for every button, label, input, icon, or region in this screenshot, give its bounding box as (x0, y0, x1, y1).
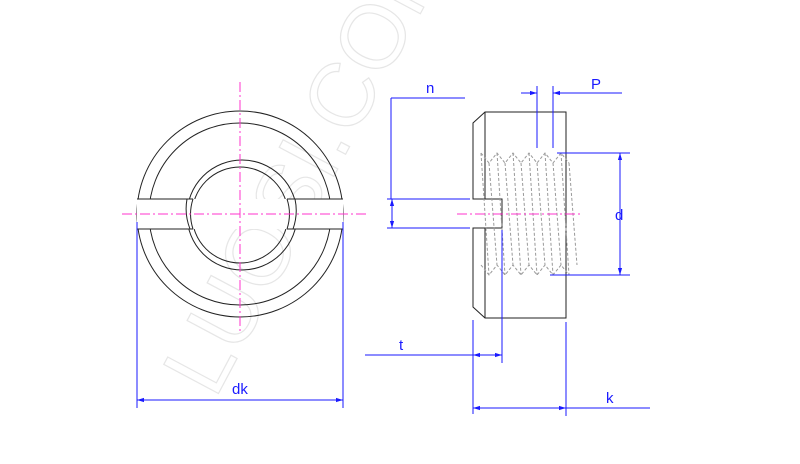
end-view-centerlines (122, 82, 368, 332)
k-label: k (606, 390, 614, 407)
dk-dimension (136, 222, 344, 408)
dimensions-side (365, 86, 650, 416)
thread-profile (480, 152, 570, 164)
thread-flank-line (536, 162, 546, 266)
P-label: P (591, 76, 601, 93)
dk-label: dk (232, 381, 248, 398)
side-view (472, 111, 567, 319)
d-label: d (615, 207, 623, 224)
thread-profile (480, 264, 570, 276)
thread-arc-in-slot (185, 198, 297, 230)
body-outline (472, 111, 567, 319)
thread-flank-line (504, 162, 514, 266)
t-label: t (399, 337, 404, 354)
n-label: n (426, 80, 434, 97)
